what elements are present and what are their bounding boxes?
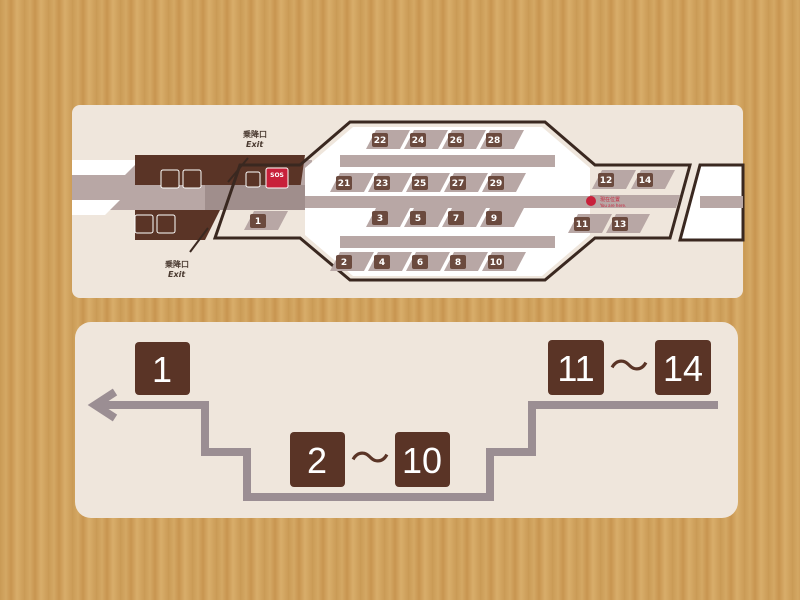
seat-number: 10 xyxy=(490,258,503,268)
seat-tile xyxy=(374,255,390,269)
seat-tile xyxy=(412,176,428,190)
seat-tile xyxy=(448,133,464,147)
seat-tile xyxy=(336,176,352,190)
baby-changing-icon xyxy=(156,214,176,234)
seat-number: 4 xyxy=(379,258,385,268)
baby-changing-icon xyxy=(182,169,202,189)
seat-tile xyxy=(372,211,388,225)
restroom-icon xyxy=(160,169,180,189)
seat-tile xyxy=(410,133,426,147)
sos-phone-icon xyxy=(265,167,289,189)
range-11-14-sep: ～ xyxy=(609,345,649,389)
range-2-10-sep: ～ xyxy=(350,437,390,481)
sos-label: SOS xyxy=(270,172,284,179)
seat-number: 27 xyxy=(452,179,465,189)
seat-number: 14 xyxy=(639,176,652,186)
seat-tile xyxy=(336,255,352,269)
seat-tile xyxy=(372,133,388,147)
exit-arrow-icon xyxy=(227,157,249,183)
seat-number: 12 xyxy=(600,176,613,186)
seat-number: 26 xyxy=(450,136,463,146)
exit-top-jp: 乗降口 xyxy=(243,129,267,139)
seat-tile xyxy=(410,211,426,225)
seat-tile xyxy=(412,255,428,269)
seat-tile xyxy=(612,217,628,231)
seat-tile xyxy=(448,211,464,225)
seat-number: 6 xyxy=(417,258,423,268)
exit-bottom-jp: 乗降口 xyxy=(165,259,189,269)
seat-number: 7 xyxy=(453,214,459,224)
exit-arrow-icon xyxy=(189,227,209,253)
seat-number: 1 xyxy=(255,217,261,227)
seat-tile xyxy=(374,176,390,190)
you-are-here-jp: 現在位置 xyxy=(600,196,620,203)
range-2-10-from: 2 xyxy=(307,440,327,481)
seat-number: 2 xyxy=(341,258,347,268)
seat-tile xyxy=(450,176,466,190)
seat-number: 25 xyxy=(414,179,427,189)
seat-tile xyxy=(574,217,590,231)
direction-sign: 1 2 ～ 10 11 ～ 14 xyxy=(75,322,738,518)
seat-tile xyxy=(637,173,653,187)
seat-number: 29 xyxy=(490,179,503,189)
seat-tile xyxy=(250,214,266,228)
seat-number: 8 xyxy=(455,258,461,268)
seat-1-label: 1 xyxy=(152,349,172,390)
seat-number: 3 xyxy=(377,214,383,224)
exit-top-en: Exit xyxy=(246,140,264,149)
arrow-left-icon xyxy=(87,388,118,422)
seat-tile xyxy=(488,255,504,269)
you-are-here-en: You are here. xyxy=(599,203,626,208)
seat-tile xyxy=(488,176,504,190)
seat-number: 23 xyxy=(376,179,389,189)
seat-number: 13 xyxy=(614,220,627,230)
seat-number: 21 xyxy=(338,179,351,189)
restroom-icon xyxy=(134,214,154,234)
seat-number: 22 xyxy=(374,136,387,146)
seat-number: 28 xyxy=(488,136,501,146)
wheelchair-space-icon xyxy=(245,171,261,188)
exit-bottom-en: Exit xyxy=(168,270,186,279)
seat-tile xyxy=(486,133,502,147)
seat-number: 5 xyxy=(415,214,421,224)
seat-number: 24 xyxy=(412,136,425,146)
seat-tile xyxy=(598,173,614,187)
route-line xyxy=(100,401,718,501)
range-11-14-from: 11 xyxy=(557,348,594,389)
current-location-icon xyxy=(586,196,596,206)
seat-number: 9 xyxy=(491,214,497,224)
range-2-10-to: 10 xyxy=(402,440,442,481)
range-11-14-to: 14 xyxy=(663,348,703,389)
seat-tile xyxy=(486,211,502,225)
seat-tile xyxy=(450,255,466,269)
seat-number: 11 xyxy=(576,220,589,230)
